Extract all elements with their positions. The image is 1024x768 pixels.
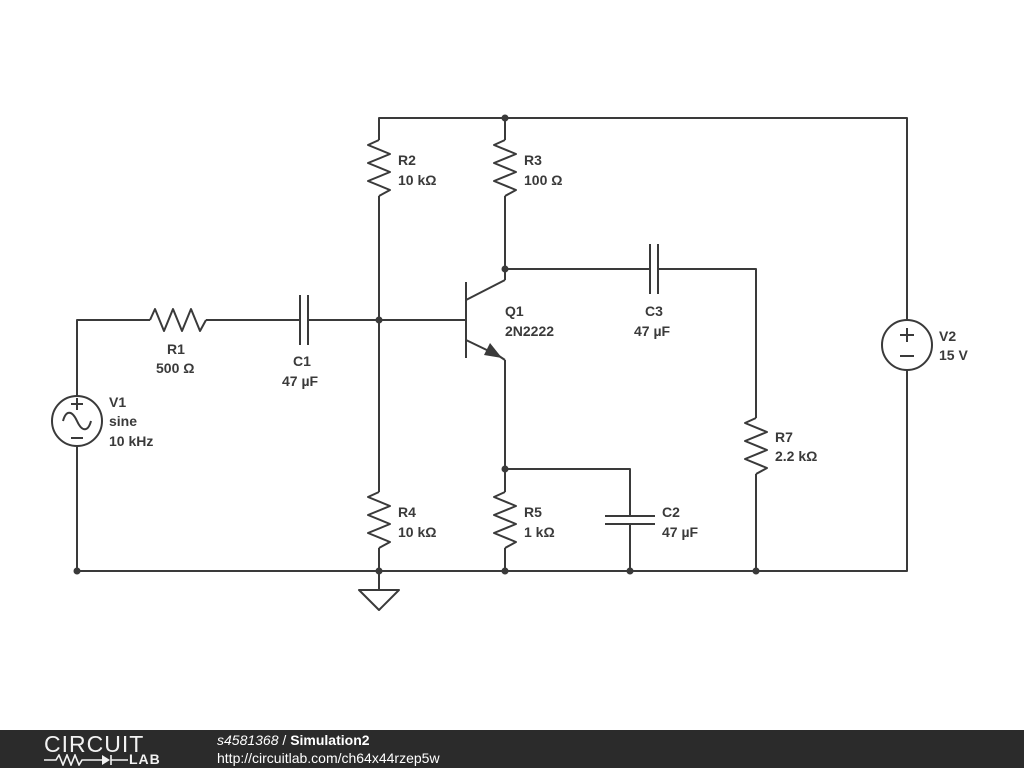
label-c2-name: C2 (662, 504, 680, 520)
label-r2-name: R2 (398, 152, 416, 168)
wire-top-rail (378, 117, 908, 320)
resistor-r1[interactable] (149, 308, 207, 332)
label-v1-value: 10 kHz (109, 433, 153, 449)
label-r5-name: R5 (524, 504, 542, 520)
label-r5-value: 1 kΩ (524, 524, 555, 540)
resistor-r4[interactable] (367, 491, 391, 549)
capacitor-c2[interactable] (605, 515, 655, 525)
label-q1-value: 2N2222 (505, 323, 554, 339)
resistor-r3[interactable] (493, 139, 517, 197)
label-r4-value: 10 kΩ (398, 524, 436, 540)
logo-text-top: CIRCUIT (44, 731, 145, 757)
label-r1-value: 500 Ω (156, 360, 194, 376)
junction-dot (501, 465, 509, 473)
circuit-schematic: R1 500 Ω R2 10 kΩ R3 100 Ω R4 10 kΩ R5 1… (51, 114, 968, 611)
label-c1-name: C1 (293, 353, 311, 369)
label-r1-name: R1 (167, 341, 185, 357)
label-v2-value: 15 V (939, 347, 968, 363)
label-c1-value: 47 µF (282, 373, 319, 389)
capacitor-c1[interactable] (299, 295, 309, 345)
resistor-r2[interactable] (367, 139, 391, 197)
project-url[interactable]: http://circuitlab.com/ch64x44rzep5w (217, 750, 440, 766)
label-r7-value: 2.2 kΩ (775, 448, 817, 464)
junction-dot (73, 567, 81, 575)
label-v1-name: V1 (109, 394, 126, 410)
footer-bar: CIRCUIT LAB s4581368 / Simulation2 http:… (0, 730, 1024, 768)
label-c3-value: 47 µF (634, 323, 671, 339)
label-r3-name: R3 (524, 152, 542, 168)
sine-wave-icon (62, 411, 92, 431)
resistor-diode-logo-icon (44, 754, 128, 766)
label-v2-name: V2 (939, 328, 956, 344)
project-name[interactable]: Simulation2 (290, 732, 370, 748)
ground-icon[interactable] (358, 589, 400, 611)
junction-dot (501, 114, 509, 122)
wire-emitter-to-c2 (505, 468, 631, 516)
wire-v1-to-r1 (76, 319, 150, 396)
label-r2-value: 10 kΩ (398, 172, 436, 188)
title-separator: / (278, 732, 291, 748)
label-c3-name: C3 (645, 303, 663, 319)
wire-v2-to-ground (76, 370, 908, 572)
junction-dot (501, 567, 509, 575)
transistor-q1[interactable] (465, 279, 506, 361)
logo-text-bottom: LAB (129, 751, 161, 767)
label-r4-name: R4 (398, 504, 416, 520)
label-q1-name: Q1 (505, 303, 524, 319)
label-r3-value: 100 Ω (524, 172, 562, 188)
label-r7-name: R7 (775, 429, 793, 445)
voltage-source-v1[interactable] (51, 395, 103, 447)
junction-dot (375, 567, 383, 575)
resistor-r7[interactable] (744, 417, 768, 475)
project-user[interactable]: s4581368 (217, 732, 279, 748)
junction-dot (375, 316, 383, 324)
junction-dot (626, 567, 634, 575)
circuitlab-logo[interactable]: CIRCUIT LAB (44, 730, 174, 768)
label-c2-value: 47 µF (662, 524, 699, 540)
junction-dot (752, 567, 760, 575)
wires (76, 117, 908, 590)
resistor-r5[interactable] (493, 491, 517, 549)
wire-c3-to-r7 (658, 268, 757, 418)
project-title: s4581368 / Simulation2 (217, 732, 370, 748)
junctions (73, 114, 760, 575)
voltage-source-v2[interactable] (881, 319, 933, 371)
capacitor-c3[interactable] (649, 244, 659, 294)
junction-dot (501, 265, 509, 273)
label-v1-type: sine (109, 413, 137, 429)
